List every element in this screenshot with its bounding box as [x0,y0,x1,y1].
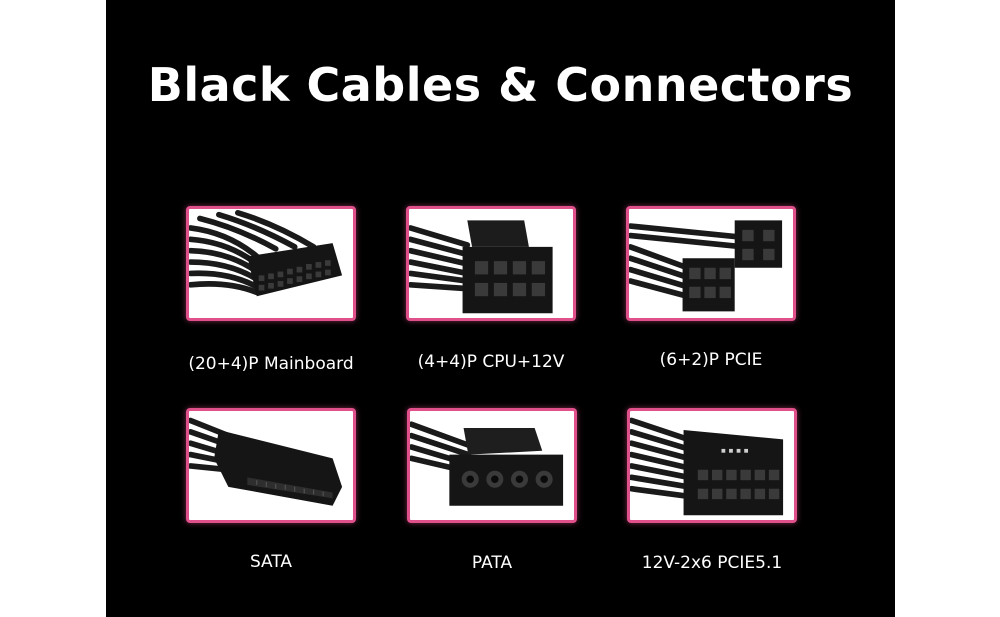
label-cpu: (4+4)P CPU+12V [417,352,565,372]
atx-24pin-connector-icon [189,209,343,297]
card-pata [407,408,577,523]
page-title: Black Cables & Connectors [147,58,854,112]
card-cpu [406,206,576,321]
card-pcie [626,206,796,321]
cpu-8pin-connector-icon [409,220,553,314]
label-pcie: (6+2)P PCIE [659,350,763,370]
card-sata [186,408,356,523]
label-mainboard: (20+4)P Mainboard [188,354,354,374]
sata-connector-icon [189,417,343,506]
molex-connector-icon [410,421,564,506]
label-sata: SATA [249,552,293,572]
12v-2x6-connector-icon [630,417,784,516]
product-panel: Black Cables & Connectors (20+4)P Mainbo… [106,0,895,617]
card-mainboard [186,206,356,321]
label-12v-2x6: 12V-2x6 PCIE5.1 [641,553,783,573]
pcie-8pin-connector-icon [629,220,783,312]
label-pata: PATA [471,553,513,573]
card-12v-2x6 [627,408,797,523]
